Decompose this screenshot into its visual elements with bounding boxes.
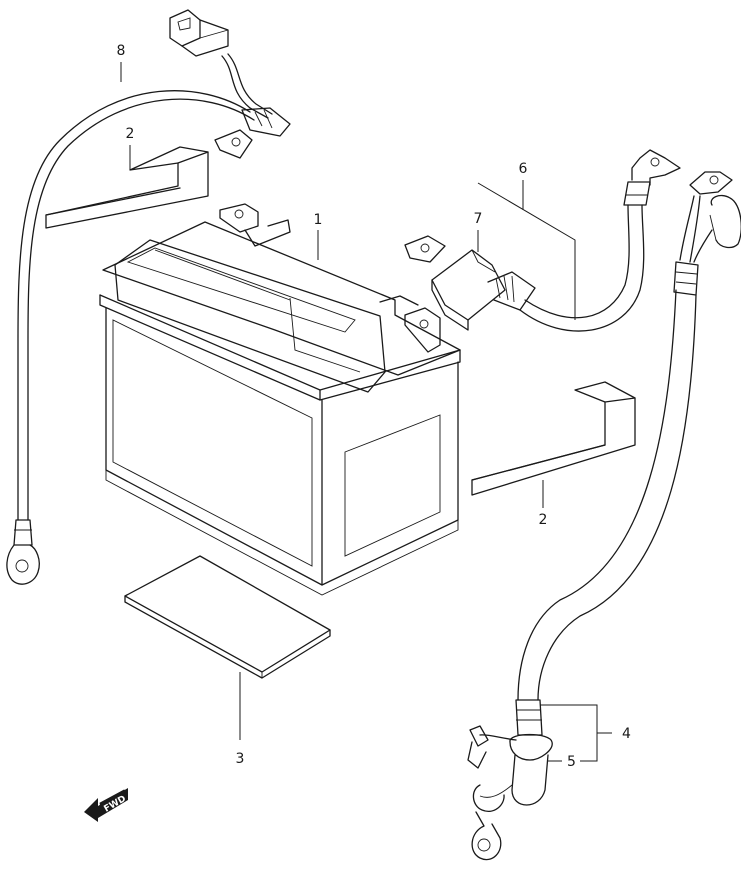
battery bbox=[99, 203, 461, 596]
fwd-arrow-icon: FWD bbox=[84, 788, 128, 822]
battery-holder-right bbox=[471, 381, 636, 496]
ground-lead bbox=[6, 9, 291, 585]
callout-battery-holder-left: 2 bbox=[126, 126, 135, 142]
callout-battery: 1 bbox=[314, 212, 323, 228]
callout-battery-pad: 3 bbox=[236, 751, 245, 767]
callout-cable-boot: 5 bbox=[567, 754, 576, 770]
callout-ground-lead: 8 bbox=[117, 43, 126, 59]
battery-holder-left bbox=[45, 146, 209, 229]
callout-terminal-cover: 7 bbox=[474, 211, 483, 227]
starter-cable bbox=[467, 171, 741, 861]
battery-pad bbox=[124, 555, 331, 679]
callout-starter-cable: 4 bbox=[622, 726, 631, 742]
callout-battery-holder-right: 2 bbox=[539, 512, 548, 528]
leader-lines bbox=[120, 62, 612, 762]
callout-positive-lead: 6 bbox=[519, 161, 528, 177]
callouts: 8 2 1 6 7 2 3 4 5 bbox=[117, 43, 631, 770]
positive-lead bbox=[404, 149, 681, 332]
